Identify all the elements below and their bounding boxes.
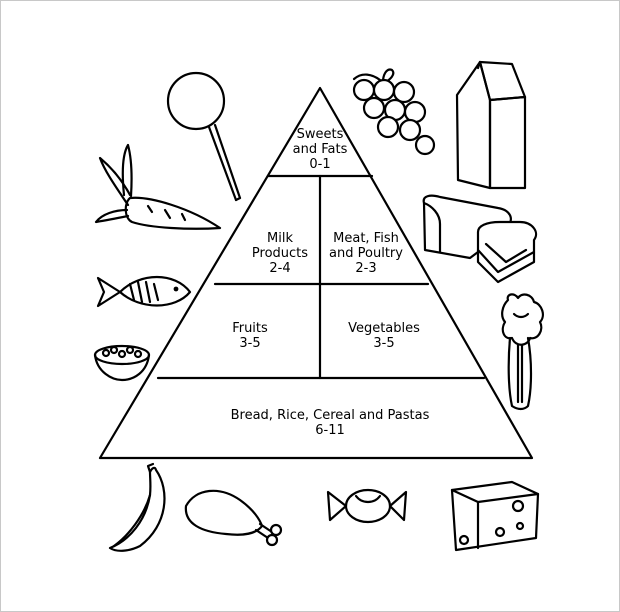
fruits-servings: 3-5: [239, 336, 261, 351]
cheese-icon: [450, 480, 540, 552]
grains-line-1: Bread, Rice, Cereal and Pastas: [230, 408, 430, 423]
vegetables-servings: 3-5: [373, 336, 395, 351]
banana-icon: [108, 462, 166, 552]
chicken-leg-icon: [184, 489, 283, 547]
milk-line-1: Milk: [267, 231, 293, 246]
lollipop-icon: [166, 71, 242, 202]
grapes-icon: [352, 68, 436, 156]
sweets-line-1: Sweets: [296, 127, 344, 142]
meat-line-2: and Poultry: [329, 246, 403, 261]
carrot-icon: [94, 143, 222, 230]
sweets-line-2: and Fats: [292, 142, 348, 157]
vegetables-line-1: Vegetables: [348, 321, 420, 336]
sweets-servings: 0-1: [309, 157, 331, 172]
fruits-line-1: Fruits: [232, 321, 268, 336]
milk-products-label: Milk Products 2-4: [238, 231, 322, 276]
meat-line-1: Meat, Fish: [333, 231, 399, 246]
sweets-and-fats-label: Sweets and Fats 0-1: [270, 127, 370, 172]
fish-icon: [96, 275, 192, 308]
candy-icon: [326, 488, 408, 524]
pyramid-outline: [98, 86, 534, 460]
meat-fish-poultry-label: Meat, Fish and Poultry 2-3: [322, 231, 410, 276]
meat-servings: 2-3: [355, 261, 377, 276]
grains-servings: 6-11: [315, 423, 345, 438]
bread-rice-cereal-pastas-label: Bread, Rice, Cereal and Pastas 6-11: [200, 408, 460, 438]
cereal-bowl-icon: [93, 344, 151, 382]
milk-carton-icon: [455, 60, 527, 190]
milk-servings: 2-4: [269, 261, 291, 276]
bread-icon: [422, 194, 538, 284]
vegetables-label: Vegetables 3-5: [334, 321, 434, 351]
celery-icon: [501, 293, 544, 411]
milk-line-2: Products: [251, 246, 309, 261]
fruits-label: Fruits 3-5: [210, 321, 290, 351]
